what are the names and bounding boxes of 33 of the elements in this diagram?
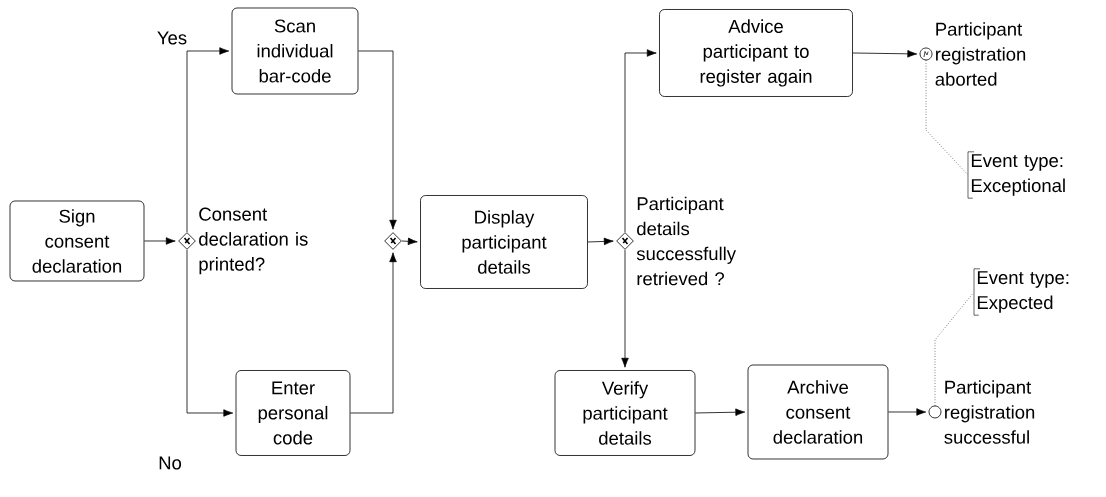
arrow [587,237,614,246]
arrow [186,47,230,233]
process-box: Scan individual bar-code [231,7,359,95]
arrow [621,249,629,368]
arrow [144,237,176,245]
process-box: Display participant details [420,195,588,289]
arrow [186,249,234,417]
event-label: Participant registration aborted [935,22,1026,86]
gateway-diamond [384,232,402,250]
annotation: Event type: Exceptional [967,151,1065,199]
leader-line [925,60,968,175]
process-box: Enter personal code [235,370,351,456]
arrow [358,50,397,230]
process-box: Advice participant to register again [659,9,853,97]
event-label: Participant details successfully retrieved ? [636,196,736,286]
arrow [624,49,657,233]
event-label: Participant registration successful [944,380,1035,444]
gateway-diamond [616,232,634,250]
annotation: Event type: Expected [973,268,1069,316]
event-label: Consent declaration is printed? [199,207,308,275]
process-box: Sign consent declaration [9,200,145,282]
arrow [695,408,746,416]
gateway-diamond [178,232,196,250]
process-box: Verify participant details [554,370,696,456]
arrow [350,252,397,414]
arrow [401,237,418,246]
edge-label: Yes [155,30,189,46]
process-box: Archive consent declaration [747,364,889,460]
arrow [888,408,927,416]
edge-label: No [157,455,183,471]
error-end-event [919,47,933,61]
leader-line [934,292,974,406]
arrow [852,50,918,58]
